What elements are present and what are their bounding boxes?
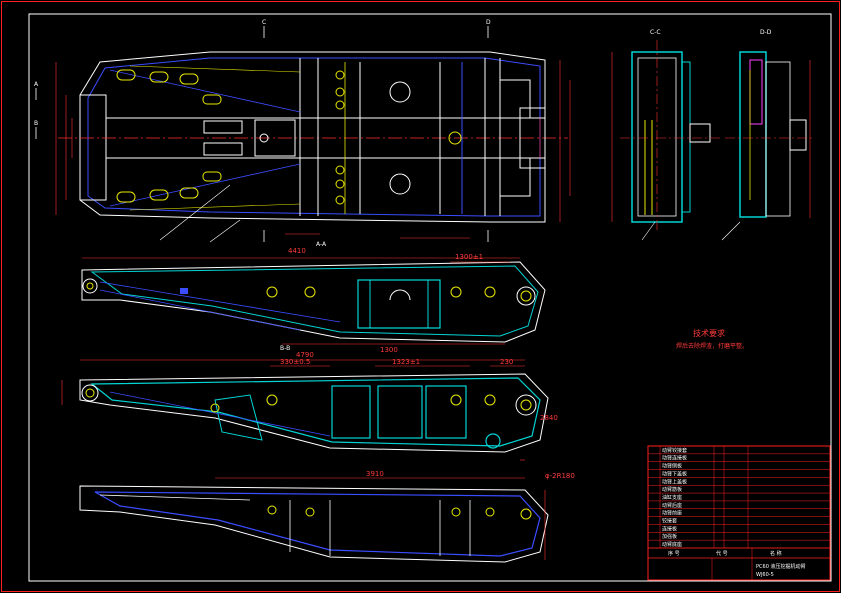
section-label-bb: B-B	[280, 345, 290, 352]
notes-line-1: 焊后去除焊渣，打磨平整。	[676, 342, 748, 350]
side-view-aa: 1300±1 1300 B-B	[81, 253, 546, 354]
parts-row-name: 连接板	[662, 525, 677, 532]
dim-mid-right: 230	[500, 358, 513, 366]
side-view-bb: 4790 330±0.5 1323±1 230 2840	[61, 351, 558, 461]
section-title-dd: D-D	[760, 29, 772, 36]
parts-header-code: 代 号	[716, 550, 728, 557]
bottom-view: 3910 φ-2R180	[79, 470, 575, 563]
dim-bottom-tol: φ-2R180	[545, 472, 575, 480]
dim-bottom-overall: 3910	[366, 470, 384, 478]
dim-mid-left: 330±0.5	[280, 358, 310, 366]
drawing-number: WJ60-5	[756, 572, 774, 578]
section-mark-c: C	[262, 19, 266, 26]
parts-row-name: 加强板	[662, 533, 677, 540]
parts-row-name: 动臂连接板	[662, 455, 687, 462]
parts-row-name: 铰接套	[662, 518, 677, 525]
drawing-name: PC60 液压挖掘机动臂	[756, 563, 805, 570]
notes-title: 技术要求	[693, 328, 725, 338]
parts-row-name: 动臂下盖板	[662, 470, 687, 477]
parts-row-name: 油缸支座	[662, 494, 682, 501]
plan-view: A B C D A-A 4410	[34, 19, 571, 255]
section-view-dd: D-D	[721, 29, 815, 241]
dim-mid-overall: 4790	[296, 351, 314, 359]
dim-top-right: 1300±1	[455, 253, 483, 261]
parts-header-no: 序 号	[668, 550, 680, 557]
inner-frame	[28, 13, 832, 582]
section-mark-a: A	[34, 81, 39, 88]
dim-mid-center: 1323±1	[392, 358, 420, 366]
dim-side: 2840	[540, 414, 558, 422]
section-label-aa: A-A	[316, 241, 327, 248]
parts-row-name: 动臂铰接套	[662, 447, 687, 454]
title-block: 序 号 代 号 名 称 PC60 液压挖掘机动臂 WJ60-5 动臂铰接套动臂连…	[647, 445, 831, 581]
section-title-cc: C-C	[650, 29, 661, 36]
parts-row-name: 动臂侧板	[662, 463, 682, 470]
parts-row-name: 动臂上盖板	[662, 478, 687, 485]
parts-row-name: 动臂后座	[662, 502, 682, 509]
dim-top-overall: 4410	[288, 247, 306, 255]
technical-notes: 技术要求 焊后去除焊渣，打磨平整。	[676, 328, 748, 350]
parts-row-name: 动臂前座	[662, 510, 682, 517]
parts-row-name: 动臂筋板	[662, 486, 682, 493]
section-view-cc: C-C	[611, 29, 720, 241]
parts-header-name: 名 称	[770, 550, 782, 557]
section-mark-d: D	[486, 19, 491, 26]
section-mark-b: B	[34, 120, 38, 127]
dim-lower-span: 1300	[380, 346, 398, 354]
parts-row-name: 动臂底座	[662, 541, 682, 548]
